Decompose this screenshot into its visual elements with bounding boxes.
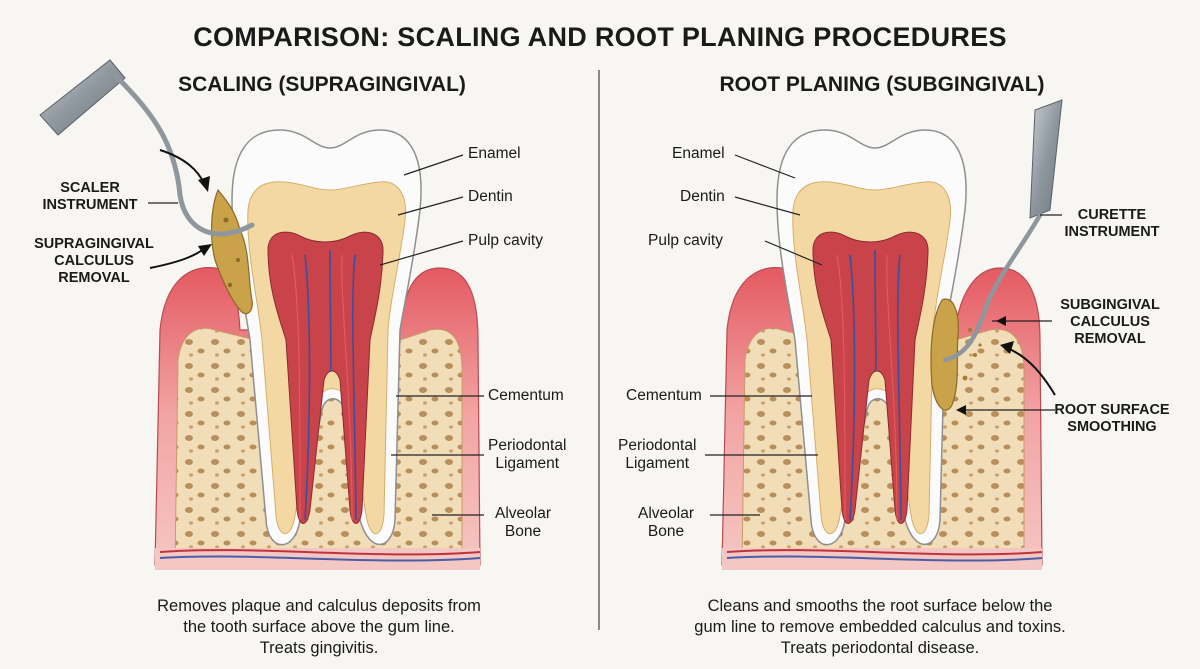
subgingival-label-line1: SUBGINGIVAL xyxy=(1060,297,1160,313)
curette-instrument xyxy=(1029,99,1063,219)
left-dentin-label: Dentin xyxy=(468,188,513,205)
blood-vessel xyxy=(159,549,481,556)
root-planing-heading: ROOT PLANING (SUBGINGIVAL) xyxy=(719,73,1045,96)
curette-label-line1: CURETTE xyxy=(1077,207,1147,223)
supragingival-label-line3: REMOVAL xyxy=(58,270,130,286)
blood-vessel xyxy=(159,555,481,562)
pulp-vessels xyxy=(291,254,353,521)
pulp-vessels xyxy=(304,249,357,521)
supragingival-label-line2: CALCULUS xyxy=(54,253,134,269)
left-cementum-label: Cementum xyxy=(488,387,564,404)
scaler-tip xyxy=(107,67,255,237)
left-bone-line1: Alveolar xyxy=(495,505,551,522)
scaler-label-line1: SCALER xyxy=(60,180,120,196)
blood-vessel xyxy=(726,549,1043,556)
scaling-description-line: Removes plaque and calculus deposits fro… xyxy=(157,597,481,615)
root-planing-description-line: Treats periodontal disease. xyxy=(780,639,980,657)
scaler-label-line2: INSTRUMENT xyxy=(42,197,138,213)
right-pulp-label: Pulp cavity xyxy=(648,232,723,249)
right-bone-line2: Bone xyxy=(647,523,685,540)
subgingival-label-line3: REMOVAL xyxy=(1074,331,1146,347)
right-dentin-label: Dentin xyxy=(680,188,725,205)
arrow xyxy=(159,149,206,186)
right-ligament-line1: Periodontal xyxy=(618,437,697,454)
subgingival-label-line2: CALCULUS xyxy=(1070,314,1150,330)
left-tooth-diagram xyxy=(39,59,484,570)
scaling-description-line: Treats gingivitis. xyxy=(259,639,379,657)
pulp-vessels xyxy=(836,254,898,521)
left-pulp-label: Pulp cavity xyxy=(468,232,543,249)
right-bone-line1: Alveolar xyxy=(638,505,694,522)
panel-divider xyxy=(598,70,600,630)
curette-label-line2: INSTRUMENT xyxy=(1064,224,1160,240)
left-ligament-line1: Periodontal xyxy=(488,437,567,454)
supragingival-calculus xyxy=(210,188,253,315)
root-planing-description: Cleans and smooths the root surface belo… xyxy=(620,596,1140,659)
scaling-description: Removes plaque and calculus deposits fro… xyxy=(59,596,579,659)
left-bone-line2: Bone xyxy=(504,523,542,540)
arrow xyxy=(149,247,206,269)
supragingival-label-line1: SUPRAGINGIVAL xyxy=(34,236,154,252)
root-planing-description-line: gum line to remove embedded calculus and… xyxy=(694,618,1066,636)
right-enamel-label: Enamel xyxy=(672,145,725,162)
left-ligament-line2: Ligament xyxy=(495,455,560,472)
scaler-instrument xyxy=(39,59,126,136)
scaling-description-line: the tooth surface above the gum line. xyxy=(183,618,455,636)
pulp-vessels xyxy=(849,249,902,521)
right-ligament-line2: Ligament xyxy=(625,455,690,472)
right-tooth-diagram xyxy=(705,99,1063,570)
curette-tip xyxy=(942,212,1043,363)
subgingival-calculus xyxy=(930,298,959,411)
right-cementum-label: Cementum xyxy=(626,387,702,404)
smoothing-label-line1: ROOT SURFACE xyxy=(1054,402,1170,418)
scaling-heading: SCALING (SUPRAGINGIVAL) xyxy=(178,73,466,96)
root-planing-description-line: Cleans and smooths the root surface belo… xyxy=(707,597,1053,615)
page-title: COMPARISON: SCALING AND ROOT PLANING PRO… xyxy=(193,22,1007,52)
left-enamel-label: Enamel xyxy=(468,145,521,162)
smoothing-label-line2: SMOOTHING xyxy=(1067,419,1157,435)
blood-vessel xyxy=(726,555,1043,562)
